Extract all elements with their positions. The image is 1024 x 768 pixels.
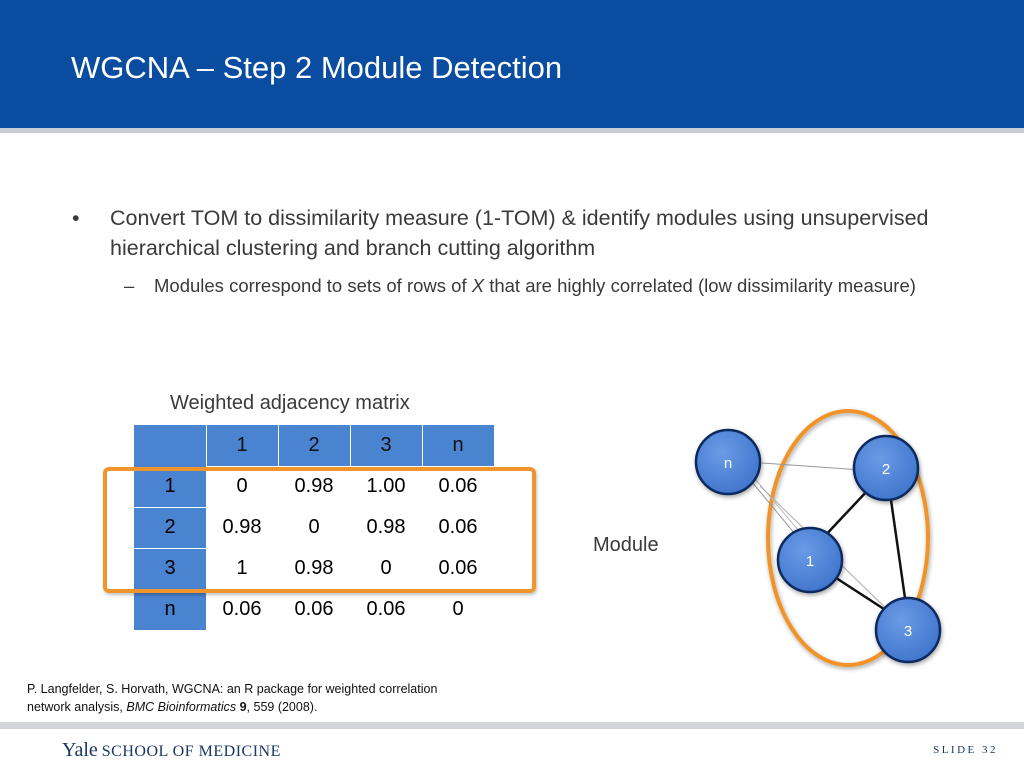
matrix-cell: 0.06 bbox=[438, 516, 478, 538]
citation-journal: BMC Bioinformatics bbox=[126, 700, 237, 714]
matrix-col-header: 3 bbox=[350, 425, 423, 466]
matrix-corner-cell bbox=[134, 425, 207, 466]
matrix-cell: 0.98 bbox=[366, 516, 406, 538]
footer-divider bbox=[0, 722, 1024, 729]
matrix-cell: 0 bbox=[452, 598, 464, 620]
matrix-cell: 1.00 bbox=[366, 475, 406, 497]
sub-bullet-item: – Modules correspond to sets of rows of … bbox=[124, 272, 972, 299]
logo-yale: Yale bbox=[62, 739, 98, 761]
matrix-header-row: 1 2 3 n bbox=[134, 425, 495, 466]
matrix-cell: 0.98 bbox=[294, 475, 334, 497]
matrix-cell: 0 bbox=[236, 475, 248, 497]
matrix-row: 2 0.98 0 0.98 0.06 bbox=[134, 507, 494, 549]
matrix-cell: 0 bbox=[308, 516, 320, 538]
edge-n-1 bbox=[751, 481, 801, 541]
node-1: 1 bbox=[776, 526, 844, 594]
matrix-col-header: n bbox=[422, 425, 495, 466]
sub-bullet-text-end: that are highly correlated (low dissimil… bbox=[484, 275, 916, 296]
title-bar: WGCNA – Step 2 Module Detection bbox=[0, 0, 1024, 128]
matrix-cell: 0.98 bbox=[294, 557, 334, 579]
matrix-cell: 0.06 bbox=[222, 598, 262, 620]
node-1-label: 1 bbox=[806, 553, 814, 570]
citation-suffix: , 559 (2008). bbox=[246, 700, 318, 714]
matrix-row: n 0.06 0.06 0.06 0 bbox=[134, 589, 494, 630]
node-3-label: 3 bbox=[904, 623, 912, 640]
node-2: 2 bbox=[852, 434, 920, 502]
node-n-label: n bbox=[724, 455, 732, 472]
edge-n-2 bbox=[761, 462, 863, 471]
edge-1-2 bbox=[820, 489, 869, 541]
matrix-col-header: 1 bbox=[206, 425, 279, 466]
matrix-row-header: 3 bbox=[134, 548, 206, 590]
matrix-row-header: 1 bbox=[134, 466, 206, 508]
bullet-item: • Convert TOM to dissimilarity measure (… bbox=[72, 203, 972, 263]
matrix-cell: 0.06 bbox=[366, 598, 406, 620]
citation-line-2: network analysis, BMC Bioinformatics 9, … bbox=[27, 698, 517, 716]
network-graph: n 2 1 3 bbox=[694, 409, 942, 667]
bullet-marker: • bbox=[72, 206, 80, 230]
citation: P. Langfelder, S. Horvath, WGCNA: an R p… bbox=[27, 680, 517, 716]
matrix-cell: 0.06 bbox=[438, 475, 478, 497]
slide-title: WGCNA – Step 2 Module Detection bbox=[71, 50, 563, 85]
sub-bullet-marker: – bbox=[124, 275, 135, 296]
matrix-cell: 0.06 bbox=[294, 598, 334, 620]
citation-line-1: P. Langfelder, S. Horvath, WGCNA: an R p… bbox=[27, 682, 438, 696]
adjacency-matrix: 1 2 3 n 1 0 0.98 1.00 0.06 2 0.98 0 0.98… bbox=[134, 425, 495, 630]
edge-2-3 bbox=[889, 499, 907, 599]
matrix-caption: Weighted adjacency matrix bbox=[170, 392, 410, 414]
node-n: n bbox=[694, 428, 762, 496]
sub-bullet-italic-x: X bbox=[471, 275, 485, 296]
bullet-list: • Convert TOM to dissimilarity measure (… bbox=[72, 203, 972, 299]
matrix-cell: 0.06 bbox=[438, 557, 478, 579]
sub-bullet-text-start: Modules correspond to sets of rows of bbox=[154, 275, 472, 296]
matrix-row-header: n bbox=[134, 589, 206, 630]
matrix-cell: 1 bbox=[236, 557, 248, 579]
module-ring bbox=[766, 409, 930, 667]
matrix-row: 1 0 0.98 1.00 0.06 bbox=[134, 466, 494, 508]
node-2-label: 2 bbox=[882, 461, 890, 478]
matrix-row-header: 2 bbox=[134, 507, 206, 549]
slide-number: SLIDE 32 bbox=[933, 744, 998, 756]
bullet-text: Convert TOM to dissimilarity measure (1-… bbox=[110, 206, 929, 260]
node-3: 3 bbox=[874, 596, 942, 664]
citation-volume: 9 bbox=[239, 700, 247, 714]
matrix-col-header: 2 bbox=[278, 425, 351, 466]
module-label: Module bbox=[593, 534, 659, 556]
yale-logo: Yale SCHOOL OF MEDICINE bbox=[62, 739, 281, 762]
citation-prefix: network analysis, bbox=[27, 700, 127, 714]
module-rows-highlight bbox=[103, 467, 536, 593]
edge-1-3 bbox=[829, 572, 891, 615]
matrix-row: 3 1 0.98 0 0.06 bbox=[134, 548, 494, 590]
header-divider bbox=[0, 128, 1024, 133]
logo-school: SCHOOL OF MEDICINE bbox=[101, 743, 281, 760]
matrix-cell: 0.98 bbox=[222, 516, 262, 538]
matrix-cell: 0 bbox=[380, 557, 392, 579]
